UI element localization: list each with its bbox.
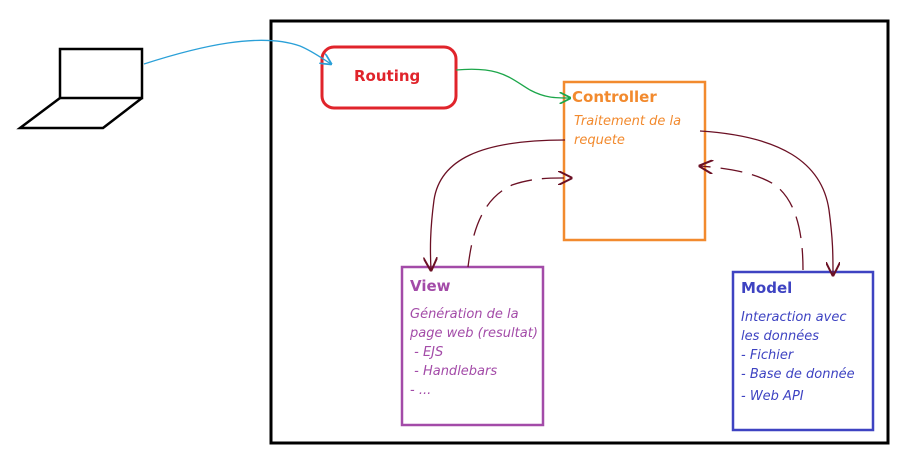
model-line: les données: [741, 329, 819, 344]
view-title: View: [410, 277, 451, 295]
view-box: [400, 265, 545, 427]
controller-to-model-arrow: [699, 130, 833, 275]
view-description: Génération de la page web (resultat) - E…: [410, 305, 538, 400]
routing-box: [320, 45, 458, 110]
controller-desc-line1: Traitement de la: [574, 114, 682, 129]
view-line: - EJS: [410, 345, 444, 360]
model-box: [731, 270, 875, 432]
server-frame: [269, 19, 890, 445]
routing-to-controller-arrow: [455, 68, 570, 98]
view-to-controller-arrow: [467, 178, 571, 268]
model-to-controller-arrow: [700, 166, 804, 271]
controller-desc-line2: requete: [574, 133, 625, 148]
view-line: - ...: [410, 383, 432, 398]
model-line: - Base de donnée: [741, 367, 855, 382]
controller-title: Controller: [572, 88, 657, 106]
model-line: Interaction avec: [741, 310, 847, 325]
routing-label: Routing: [354, 67, 421, 85]
laptop-icon: [16, 47, 144, 130]
client-to-routing-arrow: [143, 39, 331, 64]
view-line: Génération de la: [410, 307, 519, 322]
model-line: - Web API: [741, 389, 804, 404]
view-line: - Handlebars: [410, 364, 498, 379]
model-line: - Fichier: [741, 348, 794, 363]
model-title: Model: [741, 279, 793, 297]
model-description: Interaction avec les données - Fichier -…: [741, 308, 855, 406]
view-line: page web (resultat): [410, 326, 538, 341]
controller-to-view-arrow: [430, 139, 566, 270]
